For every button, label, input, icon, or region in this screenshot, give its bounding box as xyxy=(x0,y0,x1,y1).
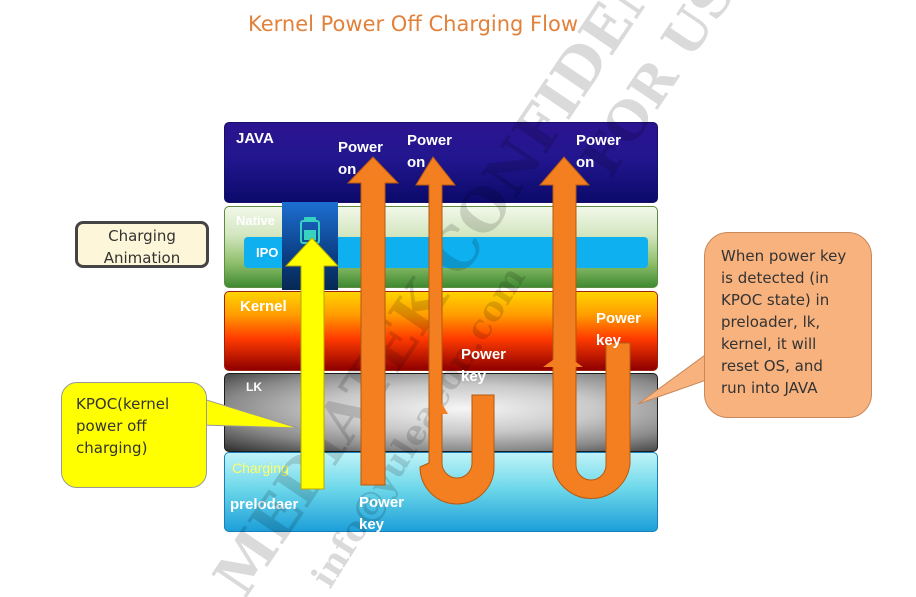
java-label: JAVA xyxy=(236,130,274,147)
power-on-label-2-line-2: on xyxy=(407,154,426,171)
ipo-label: IPO xyxy=(256,245,279,260)
charging-animation-line-1: Charging xyxy=(108,227,176,245)
power-key-label-preloader-line-2: key xyxy=(359,516,385,533)
preloader-power-on-arrow xyxy=(346,156,400,486)
kpoc-up-arrow xyxy=(284,237,340,490)
power-key-label-preloader: Power key xyxy=(359,492,404,536)
lk-power-on-arrow xyxy=(415,156,495,505)
power-key-callout-line-7: run into JAVA xyxy=(721,379,818,397)
power-on-label-2: Power on xyxy=(407,130,452,174)
kernel-power-on-arrow xyxy=(538,156,631,499)
diagram-title: Kernel Power Off Charging Flow xyxy=(247,12,578,36)
power-on-label-2-line-1: Power xyxy=(407,132,453,149)
power-key-label-preloader-line-1: Power xyxy=(359,494,405,511)
power-key-callout-line-6: reset OS, and xyxy=(721,357,823,375)
kpoc-line-3: charging) xyxy=(76,439,148,457)
preloader-label: prelodaer xyxy=(230,496,299,513)
power-key-callout-line-2: is detected (in xyxy=(721,269,829,287)
kpoc-callout-pointer xyxy=(199,397,299,429)
power-key-callout-line-1: When power key xyxy=(721,247,847,265)
kpoc-line-1: KPOC(kernel xyxy=(76,395,170,413)
power-on-label-1-line-1: Power xyxy=(338,139,384,156)
power-key-callout-line-5: kernel, it will xyxy=(721,335,817,353)
native-label: Native xyxy=(236,213,276,228)
power-key-callout-line-4: preloader, lk, xyxy=(721,313,821,331)
power-key-callout: When power key is detected (in KPOC stat… xyxy=(704,232,872,418)
power-key-callout-pointer xyxy=(637,349,713,405)
power-key-label-lk-line-2: key xyxy=(461,368,487,385)
power-on-label-1-line-2: on xyxy=(338,161,357,178)
kernel-arrow-head-stub xyxy=(543,353,583,367)
lk-arrow-head-stub xyxy=(434,402,448,414)
kpoc-callout: KPOC(kernel power off charging) xyxy=(61,382,207,488)
charging-label: Charging xyxy=(232,460,289,476)
power-on-label-1: Power on xyxy=(338,137,383,181)
power-key-label-kernel: Power key xyxy=(596,308,641,352)
power-key-label-lk-line-1: Power xyxy=(461,346,507,363)
power-on-label-3-line-1: Power xyxy=(576,132,622,149)
power-key-callout-line-3: KPOC state) in xyxy=(721,291,830,309)
power-key-label-lk: Power key xyxy=(461,344,506,388)
charging-animation-callout: Charging Animation xyxy=(75,221,209,268)
power-on-label-3: Power on xyxy=(576,130,621,174)
power-key-label-kernel-line-2: key xyxy=(596,332,622,349)
power-on-label-3-line-2: on xyxy=(576,154,595,171)
kpoc-line-2: power off xyxy=(76,417,147,435)
lk-label: LK xyxy=(246,380,262,394)
power-key-label-kernel-line-1: Power xyxy=(596,310,642,327)
charging-animation-line-2: Animation xyxy=(103,249,181,267)
kernel-label: Kernel xyxy=(240,298,287,315)
